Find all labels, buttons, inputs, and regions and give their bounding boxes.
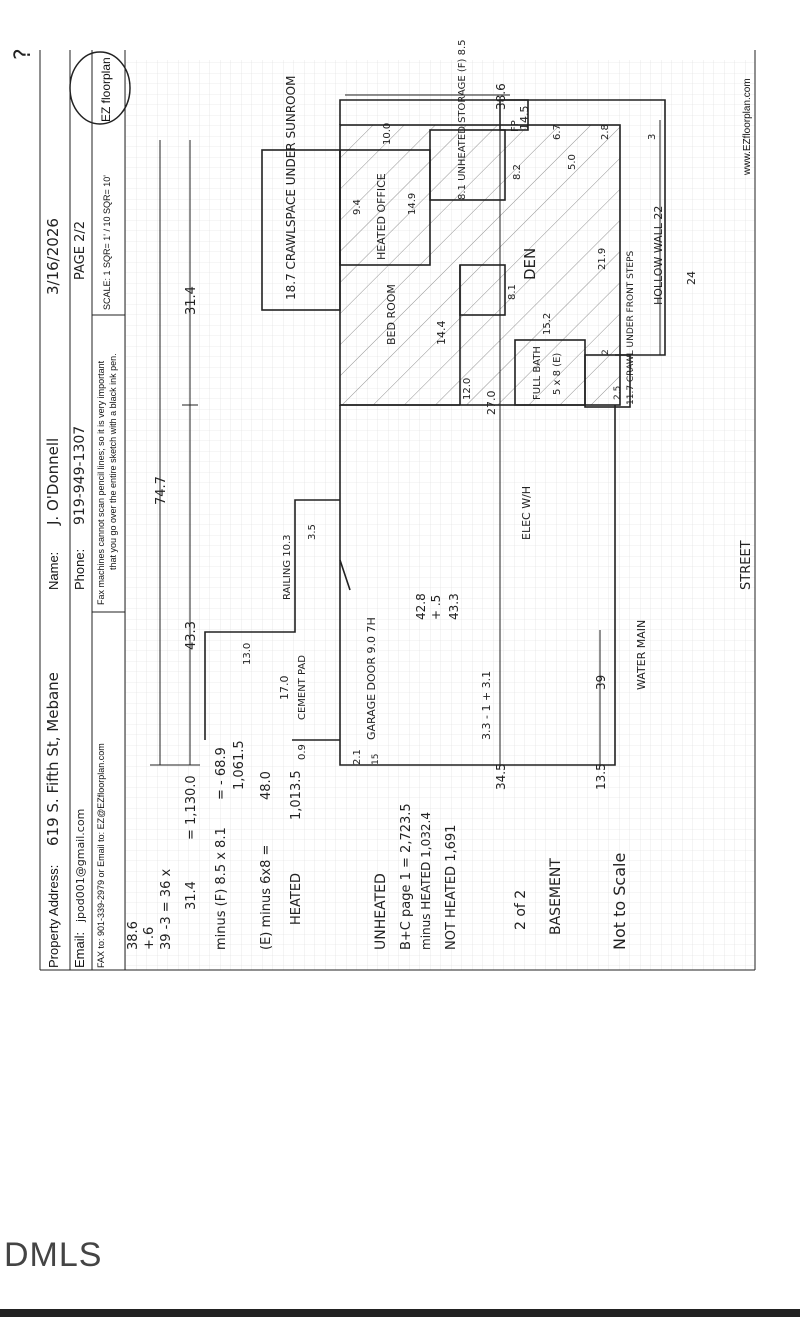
dim: 17.0 [278, 676, 291, 701]
scale-note: SCALE: 1 SQR= 1' / 10 SQR= 10' [102, 175, 112, 310]
phone-label: Phone: [72, 549, 87, 590]
elec-wh: ELEC W/H [520, 486, 533, 540]
street-label: STREET [739, 540, 754, 590]
room-den: DEN [521, 248, 539, 280]
heated-total: 1,013.5 [289, 770, 304, 820]
fax-note-2: that you go over the entire sketch with … [108, 353, 118, 570]
dim: 34.5 [494, 763, 508, 790]
header-rules [39, 50, 756, 971]
email-label: Email: [72, 932, 87, 968]
corner-mark: ? [11, 48, 36, 60]
dim: 24 [685, 271, 698, 285]
sum: + .5 [429, 595, 443, 620]
calc-line: minus (F) 8.5 x 8.1 [214, 827, 229, 950]
level-label: BASEMENT [548, 858, 564, 935]
dim: 39 [594, 675, 608, 690]
dim: 27.0 [485, 391, 498, 416]
calc-line: +.6 [142, 927, 157, 950]
not-heated-total: NOT HEATED 1,691 [444, 825, 459, 950]
page-of: 2 of 2 [513, 890, 529, 930]
building-outline [204, 99, 666, 766]
dim: 8.1 [507, 284, 518, 300]
dim: 43.3 [184, 621, 199, 650]
fireplace: FP [510, 120, 521, 132]
dim: 13.0 [242, 643, 253, 665]
dim: 10.0 [382, 123, 393, 145]
scan-edge [0, 1309, 800, 1317]
dim-total: 74.7 [154, 476, 169, 505]
room-crawlspace: 18.7 CRAWLSPACE UNDER SUNROOM [284, 76, 298, 300]
calc-line: 39 -3 = 36 x [159, 869, 174, 950]
calc-line: = - 68.9 [214, 747, 229, 800]
railing: RAILING 10.3 [282, 534, 293, 600]
dim: 9.4 [352, 199, 363, 215]
dim: 2 [601, 349, 611, 355]
calc-line: B+C page 1 = 2,723.5 [399, 803, 414, 950]
calc-line: (E) minus 6x8 = [259, 845, 274, 950]
ez-logo [69, 51, 131, 125]
dim: 3 [647, 134, 658, 140]
dim: 21.9 [597, 248, 608, 270]
dim: 5 x 8 (E) [552, 353, 563, 395]
page-number: PAGE 2/2 [73, 221, 88, 280]
dim: 14.4 [435, 321, 448, 346]
room-crawl-steps: 11.7 CRAWL UNDER FRONT STEPS [626, 251, 636, 405]
email-value: jpod001@gmail.com [74, 809, 87, 923]
garage-door: GARAGE DOOR 9.0 7H [365, 617, 378, 740]
dim: 3.3 - 1 + 3.1 [480, 671, 493, 740]
sum: 42.8 [414, 593, 428, 620]
dmls-watermark: DMLS [4, 1236, 103, 1274]
address-label: Property Address: [46, 865, 61, 968]
dim: 6.7 [552, 124, 563, 140]
address-value: 619 S. Fifth St, Mebane [44, 672, 62, 846]
dim: 2.8 [600, 124, 611, 140]
dim: 15 [371, 754, 381, 765]
website: www.EZfloorplan.com [742, 78, 753, 176]
calc-line: 31.4 [184, 881, 199, 910]
heated-label: HEATED [289, 873, 304, 925]
fax-instructions: FAX to: 901-339-2979 or Email to: EZ@EZf… [96, 743, 106, 968]
fax-note-1: Fax machines cannot scan pencil lines; s… [96, 360, 106, 605]
dim: 5.0 [567, 154, 578, 170]
unheated-label: UNHEATED [373, 873, 389, 950]
phone-value: 919-949-1307 [72, 426, 88, 525]
dim: 3.5 [307, 524, 318, 540]
dim: 8.2 [512, 164, 523, 180]
calc-line: 48.0 [259, 771, 274, 800]
dim: 0.9 [297, 744, 308, 760]
calc-line: 38.6 [126, 921, 141, 950]
dim: 14.5 [518, 106, 531, 131]
name-label: Name: [46, 552, 61, 590]
room-office: HEATED OFFICE [375, 173, 388, 260]
room-bath: FULL BATH [532, 346, 543, 400]
water-main: WATER MAIN [635, 620, 648, 690]
not-to-scale: Not to Scale [610, 853, 629, 950]
sum: 43.3 [447, 593, 461, 620]
dim: 13.5 [594, 763, 608, 790]
hollow-wall: HOLLOW WALL 22 [652, 206, 665, 305]
dim: 31.4 [184, 286, 199, 315]
date-value: 3/16/2026 [44, 218, 62, 295]
dim: 2.1 [352, 749, 363, 765]
dim: 15.2 [542, 313, 553, 335]
room-bedroom: BED ROOM [385, 284, 398, 345]
dim: 2.5 [613, 386, 623, 400]
calc-line: minus HEATED 1,032.4 [419, 812, 433, 950]
cement-pad: CEMENT PAD [297, 655, 308, 720]
dimension-lines [150, 94, 661, 766]
name-value: J. O'Donnell [44, 438, 62, 526]
dim: 38.6 [494, 83, 508, 110]
dim: 12.0 [462, 378, 473, 400]
logo-text: EZ floorplan [99, 57, 113, 122]
calc-line: 1,061.5 [232, 740, 247, 790]
dim: 14.9 [407, 193, 418, 215]
calc-line: = 1,130.0 [184, 775, 199, 840]
room-storage: 8.1 UNHEATED STORAGE (F) 8.5 [457, 39, 468, 200]
